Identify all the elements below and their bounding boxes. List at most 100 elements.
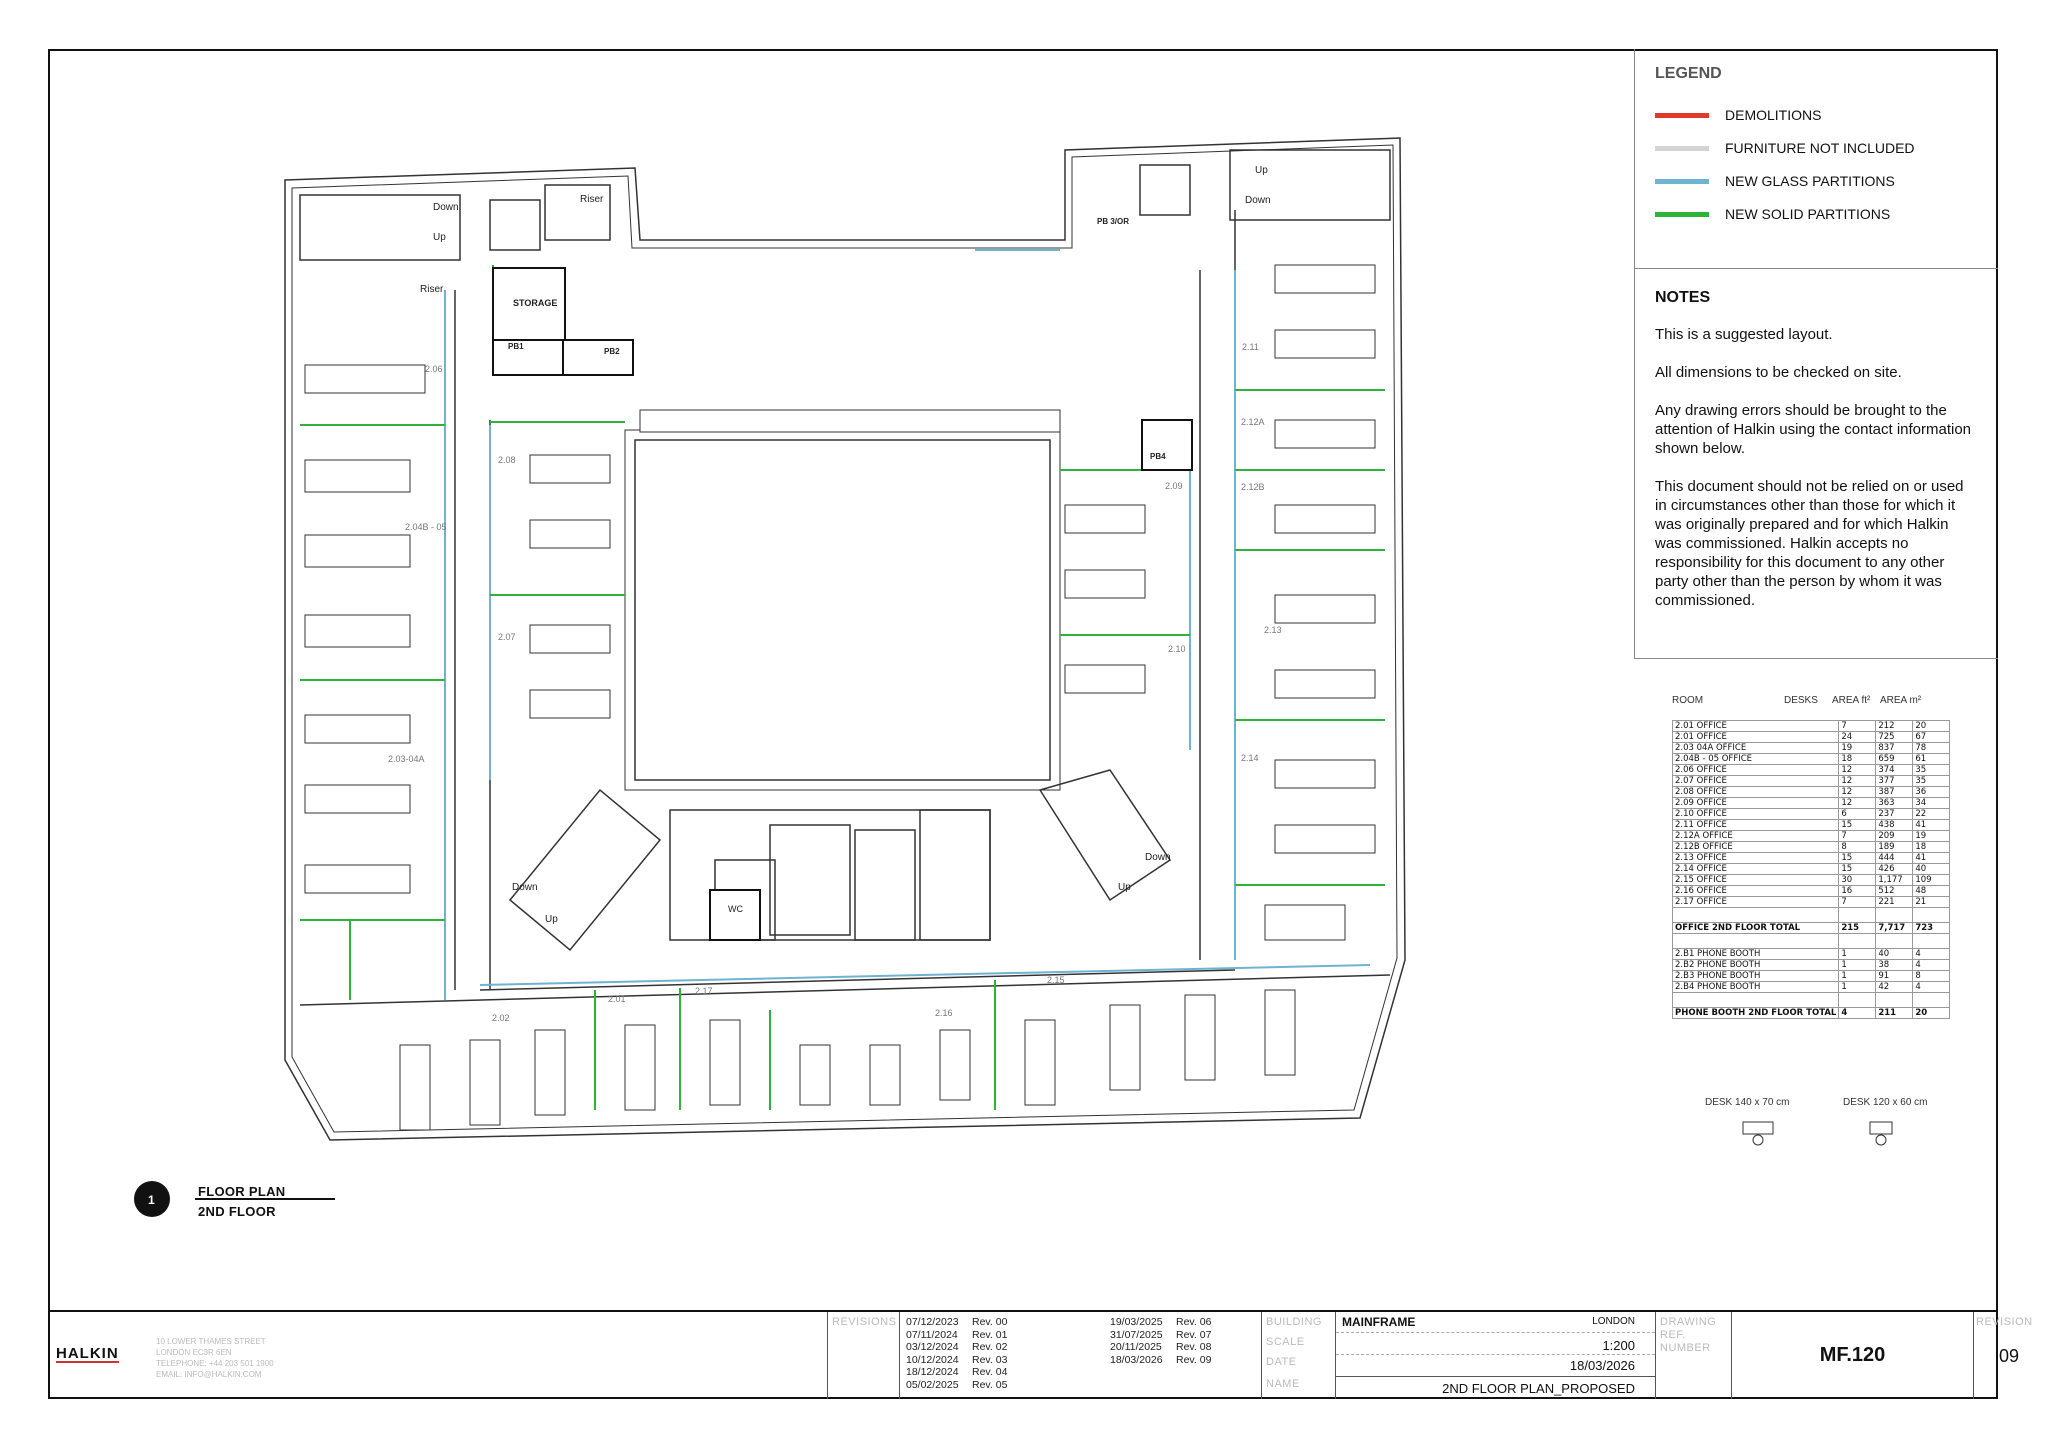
- drawing-ref-number: MF.120: [1819, 1344, 1886, 1366]
- floor-plan: Down Up Riser Riser Up Down Down Up Down…: [134, 137, 1406, 1217]
- notes-title: NOTES: [1655, 289, 1711, 306]
- table-cell: 8: [1912, 970, 1951, 982]
- table-cell: 41: [1912, 819, 1951, 831]
- room-label: 2.12B: [1241, 482, 1265, 492]
- drawing-number-marker: [134, 1181, 170, 1217]
- room-label: 2.17: [695, 986, 713, 996]
- table-cell: 1,177: [1875, 874, 1914, 886]
- drawing-ref-cell: MF.120: [1732, 1312, 1974, 1399]
- room-label: 2.11: [1242, 342, 1259, 352]
- table-cell: 61: [1912, 753, 1951, 765]
- table-cell: 15: [1838, 852, 1877, 864]
- pb1-label: PB1: [508, 342, 524, 351]
- wc-room: [709, 889, 761, 941]
- table-cell: 35: [1912, 764, 1951, 776]
- drawing-frame: [48, 49, 1998, 1399]
- table-cell: 374: [1875, 764, 1914, 776]
- address-line: LONDON EC3R 6EN: [156, 1348, 232, 1357]
- desk-size-label: DESK 140 x 70 cm: [1705, 1097, 1790, 1108]
- room-label: 2.06: [425, 364, 443, 374]
- table-cell: 2.03 04A OFFICE: [1671, 742, 1840, 754]
- note-text: This document should not be relied on or…: [1655, 478, 1964, 609]
- table-cell: 2.01 OFFICE: [1671, 731, 1840, 743]
- table-cell: 211: [1875, 1007, 1914, 1019]
- room-label: 2.14: [1241, 753, 1259, 763]
- revision-code: Rev. 06: [1176, 1316, 1212, 1328]
- revisions-label: REVISIONS: [832, 1316, 897, 1328]
- stair-down-label: Down: [433, 202, 459, 213]
- table-spacer: [1671, 992, 1951, 1008]
- room-label: 2.01: [608, 994, 626, 1004]
- table-cell: 2.11 OFFICE: [1671, 819, 1840, 831]
- table-cell: 209: [1875, 830, 1914, 842]
- building-outline: [284, 137, 1406, 1141]
- room-label: 2.04B - 05: [405, 522, 447, 532]
- table-cell: 438: [1875, 819, 1914, 831]
- legend-swatch: [1655, 178, 1709, 184]
- drawing-ref-label-cell: DRAWING REF. NUMBER: [1656, 1312, 1732, 1399]
- revision-date: 03/12/2024: [906, 1341, 959, 1353]
- legend-swatch: [1655, 145, 1709, 151]
- table-cell: 189: [1875, 841, 1914, 853]
- table-cell: 2.12A OFFICE: [1671, 830, 1840, 842]
- table-cell: 2.17 OFFICE: [1671, 896, 1840, 908]
- table-cell: 215: [1838, 922, 1877, 934]
- address-line: TELEPHONE: +44 203 501 1900: [156, 1359, 274, 1368]
- table-cell: 2.01 OFFICE: [1671, 720, 1840, 732]
- legend-swatch: [1655, 211, 1709, 217]
- revision-code: Rev. 03: [972, 1353, 1008, 1366]
- legend-item-glass: NEW GLASS PARTITIONS: [1655, 173, 1895, 189]
- table-cell: 21: [1912, 896, 1951, 908]
- stair-up-label: Up: [433, 232, 446, 243]
- room-label: 2.16: [935, 1008, 953, 1018]
- room-label: 2.02: [492, 1013, 510, 1023]
- address-line: 10 LOWER THAMES STREET: [156, 1337, 266, 1346]
- table-cell: 2.10 OFFICE: [1671, 808, 1840, 820]
- table-cell: 22: [1912, 808, 1951, 820]
- table-cell: 2.16 OFFICE: [1671, 885, 1840, 897]
- table-cell: 2.08 OFFICE: [1671, 786, 1840, 798]
- col-header: ROOM: [1672, 695, 1704, 706]
- room-label: 2.13: [1264, 625, 1282, 635]
- room-label: 2.10: [1168, 644, 1186, 654]
- revision-date: 20/11/2025: [1110, 1341, 1162, 1353]
- table-cell: 512: [1875, 885, 1914, 897]
- building-city: LONDON: [1592, 1316, 1635, 1327]
- table-cell: 2.12B OFFICE: [1671, 841, 1840, 853]
- table-cell: 2.04B - 05 OFFICE: [1671, 753, 1840, 765]
- wc-label: WC: [728, 904, 743, 914]
- table-cell: 7: [1838, 896, 1877, 908]
- table-cell: 363: [1875, 797, 1914, 809]
- table-cell: 36: [1912, 786, 1951, 798]
- table-cell: 40: [1875, 948, 1914, 960]
- table-cell: 725: [1875, 731, 1914, 743]
- col-header: AREA ft²: [1832, 695, 1871, 706]
- table-cell: OFFICE 2ND FLOOR TOTAL: [1671, 922, 1840, 934]
- legend-item-demolitions: DEMOLITIONS: [1655, 107, 1821, 123]
- floor-plan-title: FLOOR PLAN: [198, 1184, 286, 1199]
- courtyard: [634, 439, 1051, 781]
- table-cell: 109: [1912, 874, 1951, 886]
- revision-date: 31/07/2025: [1110, 1328, 1163, 1341]
- table-cell: 444: [1875, 852, 1914, 864]
- area-table-header: ROOM DESKS AREA ft² AREA m²: [1672, 695, 1962, 706]
- drawing-ref-label: DRAWING REF. NUMBER: [1660, 1316, 1717, 1354]
- revision-label: REVISION: [1976, 1316, 2033, 1328]
- table-cell: 19: [1912, 830, 1951, 842]
- legend-item-furniture: FURNITURE NOT INCLUDED: [1655, 140, 1915, 156]
- note-text: Any drawing errors should be brought to …: [1655, 402, 1972, 457]
- revision-date: 19/03/2025: [1110, 1316, 1163, 1328]
